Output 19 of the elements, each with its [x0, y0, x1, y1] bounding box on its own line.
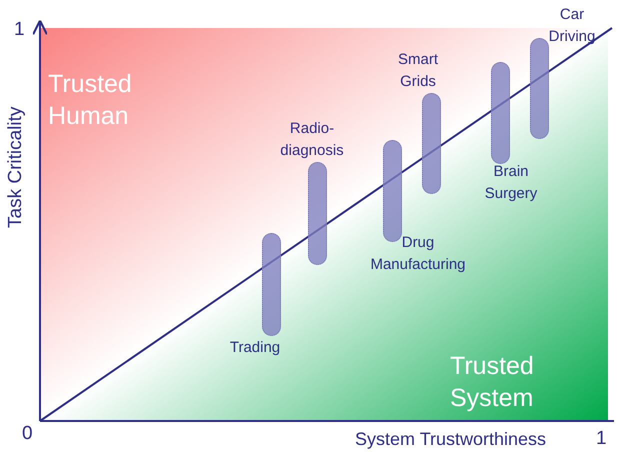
axis-title: Task Criticality	[5, 106, 27, 228]
axis-tick-label: 0	[22, 423, 33, 445]
region-label: Trusted System	[450, 351, 535, 414]
application-label: Radio- diagnosis	[279, 119, 345, 161]
axis-title: System Trustworthiness	[355, 428, 546, 450]
range-bar	[308, 162, 327, 265]
range-bar	[530, 38, 549, 139]
application-label: Drug Manufacturing	[369, 233, 467, 275]
axis-tick-label: 1	[596, 428, 607, 450]
range-bar	[383, 140, 402, 242]
range-bar	[422, 93, 441, 194]
application-label: Brain Surgery	[484, 162, 538, 204]
range-bar	[262, 233, 281, 336]
application-label: Smart Grids	[396, 50, 439, 92]
range-bar	[491, 62, 510, 164]
region-label: Trusted Human	[48, 69, 133, 132]
application-label: Trading	[228, 338, 282, 358]
application-label: Car Driving	[548, 5, 596, 47]
axis-tick-label: 1	[14, 19, 25, 41]
